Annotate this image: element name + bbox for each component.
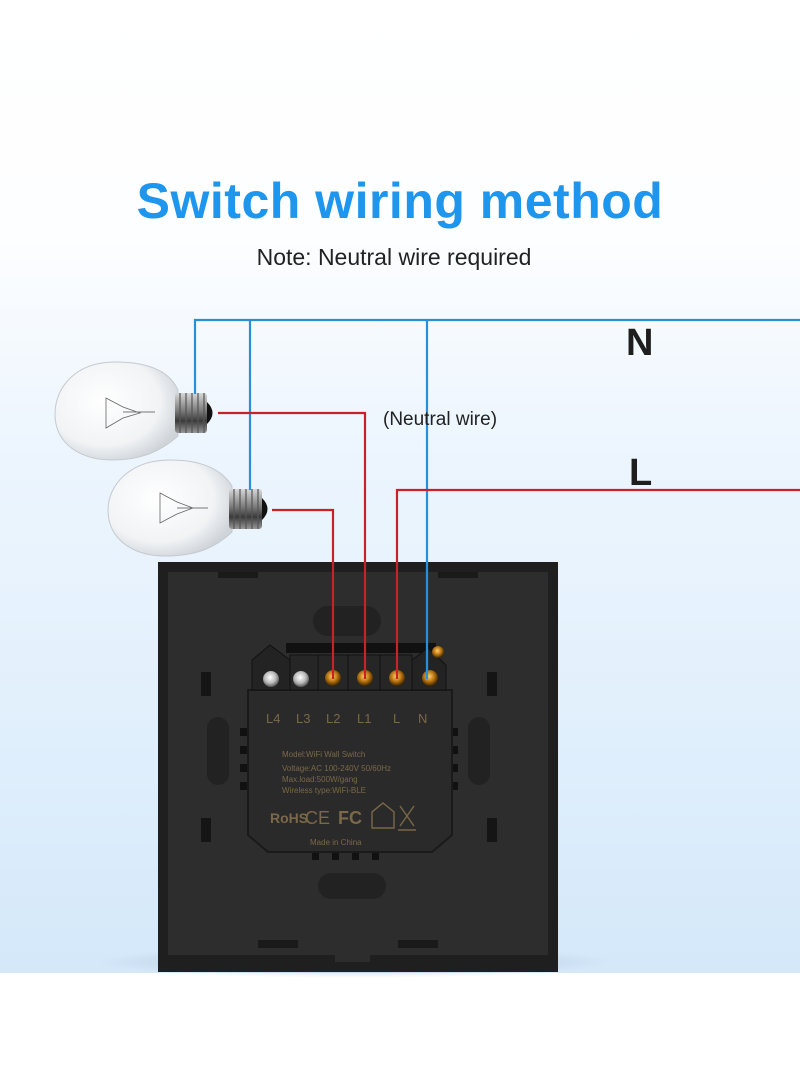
terminal-screw-L3 <box>293 671 309 687</box>
terminal-label-L1: L1 <box>357 711 371 726</box>
spec-voltage: Voltage:AC 100-240V 50/60Hz <box>282 764 391 773</box>
neutral-note: Note: Neutral wire required <box>256 244 532 270</box>
fc-mark: FC <box>338 808 362 828</box>
terminal-label-L: L <box>393 711 400 726</box>
switch-module-body <box>247 689 453 853</box>
neutral-wire-bulb-1 <box>193 318 800 394</box>
mount-slot-bottom <box>318 873 386 899</box>
switched-wire-l1 <box>218 411 367 679</box>
terminal-screw-L4 <box>263 671 279 687</box>
terminal-screw-N <box>422 670 438 686</box>
mount-slot-left <box>207 717 229 785</box>
mount-slot-top <box>313 606 381 636</box>
made-in-label: Made in China <box>310 838 362 847</box>
module-labels: L4 L3 L2 L1 L N Model:WiFi Wall Switch V… <box>266 711 427 847</box>
light-bulb-1-icon <box>54 361 213 461</box>
terminal-label-N: N <box>418 711 427 726</box>
terminal-block <box>251 643 447 691</box>
terminal-label-L4: L4 <box>266 711 280 726</box>
weee-bin-icon <box>398 805 416 831</box>
wall-switch-panel <box>158 562 558 972</box>
ce-mark: CE <box>305 808 330 828</box>
terminal-label-L3: L3 <box>296 711 310 726</box>
rohs-mark: RoHS <box>270 810 308 826</box>
terminal-label-L2: L2 <box>326 711 340 726</box>
home-icon <box>371 802 395 829</box>
switched-wire-l2 <box>272 508 335 679</box>
neutral-label: N <box>626 322 654 364</box>
spec-max-load: Max.load:500W/gang <box>282 775 358 784</box>
neutral-wires <box>193 318 800 679</box>
spec-model: Model:WiFi Wall Switch <box>282 750 365 759</box>
mount-slot-right <box>468 717 490 785</box>
live-label: L <box>629 452 653 494</box>
light-bulb-2-icon <box>107 459 268 557</box>
spec-wireless: Wireless type:WiFi-BLE <box>282 786 366 795</box>
page-title: Switch wiring method <box>136 173 664 229</box>
live-wires <box>218 411 800 679</box>
live-wire-switch <box>395 488 800 679</box>
neutral-wire-annotation: (Neutral wire) <box>383 409 498 430</box>
